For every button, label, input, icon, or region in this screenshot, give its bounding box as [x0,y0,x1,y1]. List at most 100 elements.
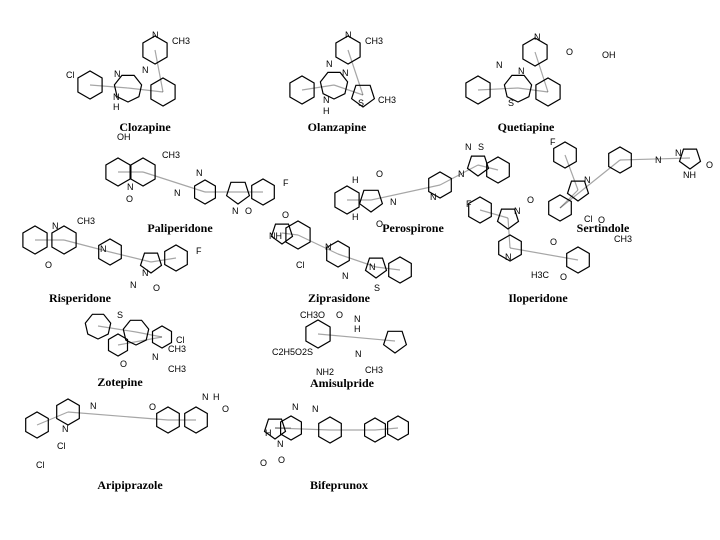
molecule-name: Amisulpride [310,376,375,390]
atom-label: N [312,404,319,414]
atom-label: N [114,69,121,79]
bond [127,87,164,93]
atom-label: S [117,310,123,320]
bond [509,247,579,261]
atom-label: N [534,32,541,42]
ring-1 [56,398,80,426]
atom-label: O [598,215,605,225]
atom-label: H [265,428,272,438]
ring-3 [522,37,548,67]
atom-label: N [675,148,682,158]
ring-2 [150,77,176,107]
atom-label: N [277,439,284,449]
atom-label: O [550,237,557,247]
ring-3 [364,417,386,443]
ring-3 [142,35,168,65]
bond [534,51,549,93]
bond [559,159,621,209]
bond [507,217,511,249]
atom-label: Cl [36,460,45,470]
bond [564,154,579,191]
atom-label: O [278,455,285,465]
ring-2 [535,77,561,107]
atom-label: O [245,206,252,216]
atom-label: H [113,102,120,112]
bond [63,239,111,253]
atom-label: O [560,272,567,282]
ring-0 [289,75,315,105]
atom-label: H [352,212,359,222]
bond [517,87,549,93]
atom-label: NH [683,170,696,180]
ring-4 [486,156,510,184]
atom-label: N [505,252,512,262]
atom-label: N [113,92,120,102]
bond [374,427,399,431]
ring-3 [566,246,590,274]
ring-0 [280,415,302,441]
atom-label: H3C [531,270,550,280]
molecule-name: Aripiprazole [97,478,163,492]
atom-label: CH3 [378,95,396,105]
atom-label: S [478,142,484,152]
bond [297,234,339,255]
bond [559,189,579,209]
ring-3 [225,181,251,205]
ring-3 [466,155,490,177]
atom-label: S [374,283,380,293]
ring-3 [364,257,388,279]
bond [67,411,169,421]
atom-label: H [352,175,359,185]
atom-label: N [354,314,361,324]
ring-1 [130,157,156,187]
ring-1 [51,225,77,255]
ring-2 [548,194,572,222]
atom-label: N [325,242,332,252]
atom-label: Cl [296,260,305,270]
molecule-name: Risperidone [49,291,112,305]
ring-0 [84,313,112,340]
ring-0 [77,70,103,100]
ring-1 [496,208,520,230]
ring-2 [194,179,216,205]
atom-label: O [149,402,156,412]
atom-label: Cl [57,441,66,451]
atom-label: N [174,188,181,198]
ring-0 [468,196,492,224]
atom-label: NH2 [316,367,334,377]
ring-0 [105,157,131,187]
atom-label: N [342,271,349,281]
ring-1 [566,180,590,202]
atom-label: H [213,392,220,402]
bond [347,49,364,96]
bond [281,232,299,236]
ring-3 [107,333,129,357]
bond [274,427,331,431]
ring-3 [139,252,163,274]
bond [97,325,137,333]
atom-label: N [458,169,465,179]
ring-2 [151,325,173,349]
bond [477,164,499,171]
bond [439,164,479,186]
ring-4 [251,178,275,206]
bond [154,49,164,93]
atom-label: CH3 [168,364,186,374]
ring-3 [184,406,208,434]
atom-label: O [336,310,343,320]
atom-label: N [323,95,330,105]
ring-1 [503,74,533,103]
atom-label: F [196,246,202,256]
ring-3 [608,146,632,174]
molecule-name: Bifeprunox [310,478,368,492]
atom-label: N [152,352,159,362]
atom-label: N [130,280,137,290]
atom-label: N [292,402,299,412]
